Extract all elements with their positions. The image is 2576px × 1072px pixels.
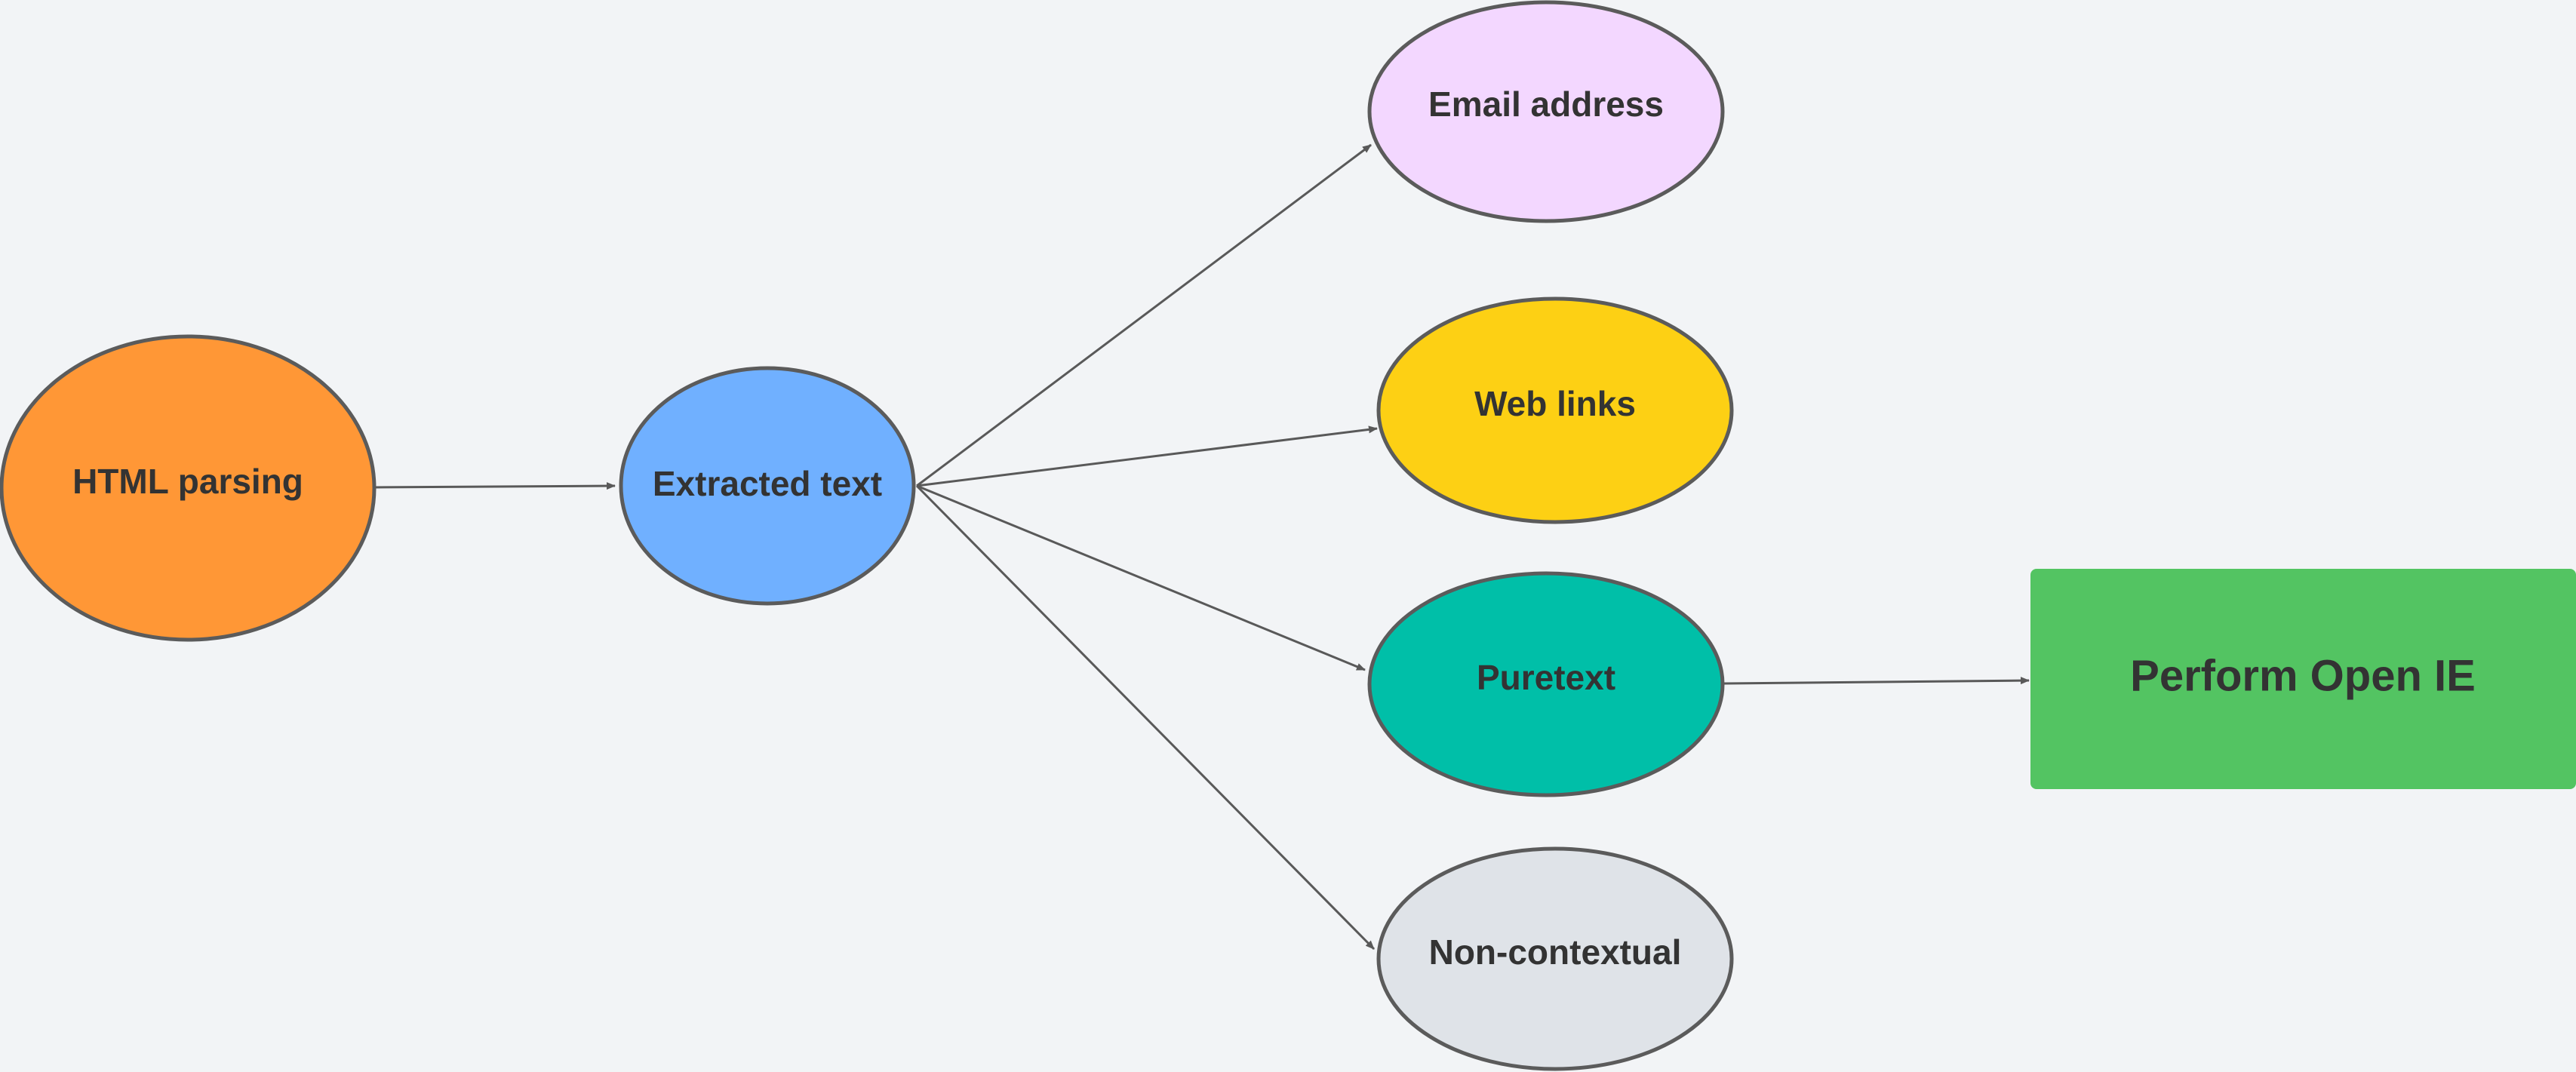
extracted-text-label: Extracted text (653, 464, 882, 503)
perform-open-ie-box (2030, 569, 2576, 789)
non-contextual-ellipse (1376, 846, 1734, 1071)
puretext-ellipse (1367, 571, 1725, 797)
node-email-address: Email address (1367, 0, 1725, 223)
perform-open-ie-label: Perform Open IE (2130, 652, 2476, 701)
edge-extracted-text-to-web-links (916, 425, 1378, 487)
email-address-ellipse (1367, 0, 1725, 223)
extracted-text-ellipse (619, 366, 916, 606)
edge-extracted-text-to-non-contextual (915, 484, 1376, 951)
node-perform-open-ie: Perform Open IE (2030, 569, 2576, 789)
node-non-contextual: Non-contextual (1376, 846, 1734, 1071)
edge-puretext-to-perform-open-ie (1723, 677, 2030, 685)
node-puretext: Puretext (1367, 571, 1725, 797)
edge-extracted-text-to-email-address (916, 143, 1372, 487)
edges-group (373, 143, 2030, 951)
email-address-label: Email address (1428, 84, 1664, 124)
web-links-ellipse (1376, 296, 1734, 524)
puretext-label: Puretext (1477, 658, 1615, 697)
html-parsing-ellipse (0, 334, 377, 642)
edge-extracted-text-to-puretext (916, 484, 1366, 671)
node-html-parsing: HTML parsing (0, 334, 377, 642)
web-links-label: Web links (1474, 384, 1636, 423)
node-web-links: Web links (1376, 296, 1734, 524)
html-parsing-label: HTML parsing (72, 462, 303, 501)
non-contextual-label: Non-contextual (1429, 932, 1682, 972)
edge-html-parsing-to-extracted-text (373, 482, 616, 490)
node-extracted-text: Extracted text (619, 366, 916, 606)
